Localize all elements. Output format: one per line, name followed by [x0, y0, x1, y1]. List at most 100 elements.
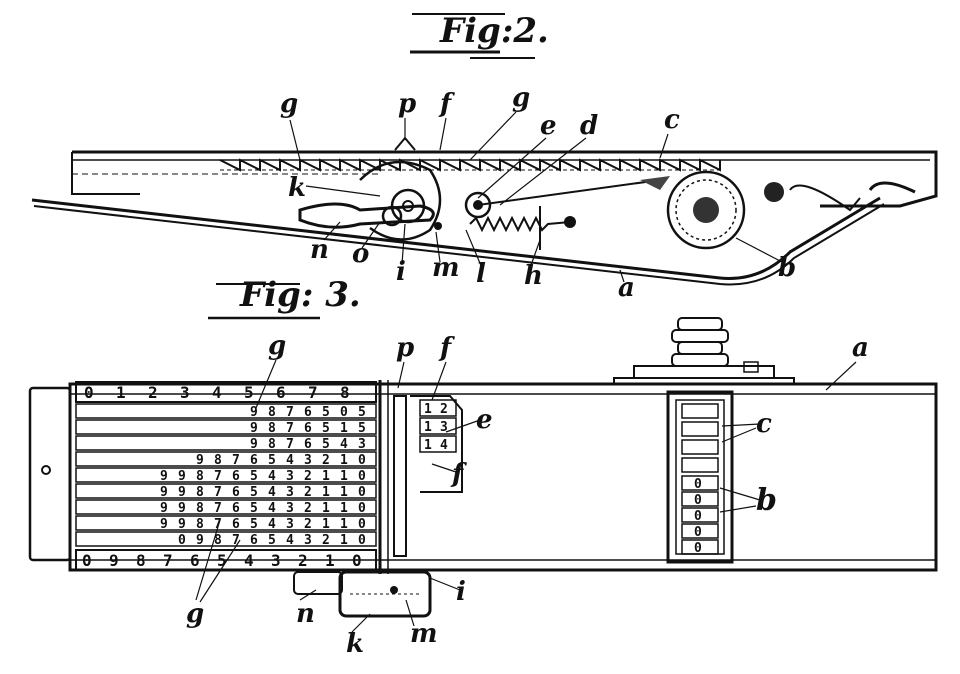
- slide-row: [75, 515, 377, 531]
- ruler-top-digit: 3: [180, 383, 190, 402]
- ruler-bottom-digit: 3: [271, 551, 281, 570]
- fig3-label-k: k: [346, 629, 364, 659]
- fig3-label-f-top: f: [438, 333, 455, 363]
- fig3-body: [28, 380, 938, 574]
- slide-digit: 0: [358, 501, 366, 516]
- slide-digit: 4: [268, 501, 276, 516]
- tab-digit: 1: [424, 438, 432, 453]
- slide-digit: 4: [286, 533, 294, 548]
- slide-digit: 5: [322, 437, 330, 452]
- tab-cell: [419, 435, 457, 453]
- slide-digit: 1: [340, 501, 348, 516]
- fig2-label-d: d: [580, 111, 598, 141]
- fig2-label-h: h: [524, 261, 543, 291]
- ruler-top-strip: [75, 381, 377, 403]
- ruler-bottom-digit: 0: [352, 551, 362, 570]
- tab-digit: 1: [424, 402, 432, 417]
- slide-digit: 3: [304, 453, 312, 468]
- fig3-bottom-knob: [293, 570, 432, 618]
- slide-digit: 8: [214, 453, 222, 468]
- slide-row: [75, 467, 377, 483]
- slide-digit: 9: [250, 421, 258, 436]
- slide-digit: 5: [250, 469, 258, 484]
- fig3-label-p: p: [396, 333, 414, 363]
- slide-row: [75, 403, 377, 419]
- fig2-label-g-right: g: [512, 83, 530, 113]
- slide-digit: 3: [304, 533, 312, 548]
- counter-blank-cell: [681, 403, 719, 419]
- ruler-bottom-digit: 8: [136, 551, 146, 570]
- counter-blank-cell: [681, 421, 719, 437]
- slide-digit: 0: [358, 517, 366, 532]
- slide-row: [75, 435, 377, 451]
- slide-digit: 0: [358, 533, 366, 548]
- slide-digit: 0: [358, 485, 366, 500]
- slide-digit: 8: [196, 517, 204, 532]
- fig3-label-b: b: [756, 483, 777, 518]
- slide-digit: 6: [232, 469, 240, 484]
- slide-digit: 3: [286, 469, 294, 484]
- slide-digit: 4: [268, 485, 276, 500]
- slide-digit: 9: [178, 517, 186, 532]
- fig3-label-n: n: [296, 599, 315, 629]
- slide-digit: 4: [268, 517, 276, 532]
- slide-digit: 9: [160, 469, 168, 484]
- counter-cell: [681, 475, 719, 491]
- fig2-label-o: o: [352, 239, 369, 269]
- counter-blank-cell: [681, 439, 719, 455]
- fig3-label-a: a: [852, 333, 869, 363]
- slide-digit: 1: [322, 469, 330, 484]
- slide-digit: 9: [178, 469, 186, 484]
- slide-digit: 9: [250, 437, 258, 452]
- slide-digit: 8: [268, 421, 276, 436]
- slide-digit: 4: [268, 469, 276, 484]
- slide-digit: 2: [304, 469, 312, 484]
- slide-digit: 9: [160, 501, 168, 516]
- fig3-label-i: i: [456, 577, 466, 607]
- slide-digit: 5: [322, 405, 330, 420]
- slide-digit: 1: [322, 501, 330, 516]
- slide-digit: 3: [358, 437, 366, 452]
- slide-digit: 1: [340, 469, 348, 484]
- slide-digit: 4: [286, 453, 294, 468]
- slide-digit: 8: [196, 501, 204, 516]
- slide-digit: 8: [268, 405, 276, 420]
- slide-digit: 0: [358, 469, 366, 484]
- slide-digit: 6: [250, 453, 258, 468]
- slide-digit: 8: [196, 485, 204, 500]
- fig2-label-l: l: [476, 259, 486, 289]
- slide-digit: 2: [322, 533, 330, 548]
- ruler-bottom-digit: 6: [190, 551, 200, 570]
- slide-digit: 7: [286, 437, 294, 452]
- slide-digit: 5: [322, 421, 330, 436]
- slide-digit: 1: [340, 453, 348, 468]
- slide-digit: 7: [214, 485, 222, 500]
- tab-digit: 4: [440, 438, 448, 453]
- fig2-label-p: p: [398, 89, 416, 119]
- tab-cell: [419, 399, 457, 417]
- fig2-label-f: f: [438, 89, 455, 119]
- slide-digit: 8: [268, 437, 276, 452]
- slide-digit: 6: [304, 405, 312, 420]
- counter-cell: [681, 507, 719, 523]
- tab-digit: 1: [424, 420, 432, 435]
- slide-digit: 5: [250, 485, 258, 500]
- slide-digit: 9: [160, 517, 168, 532]
- fig3-label-g-top: g: [268, 331, 286, 361]
- fig3-label-e: e: [476, 405, 493, 435]
- slide-digit: 5: [268, 533, 276, 548]
- slide-digit: 6: [304, 437, 312, 452]
- slide-digit: 8: [196, 469, 204, 484]
- slide-digit: 2: [304, 501, 312, 516]
- slide-digit: 1: [322, 485, 330, 500]
- ruler-top-digit: 5: [244, 383, 254, 402]
- fig2-label-e: e: [540, 111, 557, 141]
- ruler-top-digit: 2: [148, 383, 158, 402]
- ruler-bottom-digit: 5: [217, 551, 227, 570]
- fig3-label-g-bottom: g: [186, 599, 204, 629]
- tab-digit: 2: [440, 402, 448, 417]
- slide-digit: 9: [160, 485, 168, 500]
- fig2-label-n: n: [310, 235, 329, 265]
- slide-digit: 7: [286, 405, 294, 420]
